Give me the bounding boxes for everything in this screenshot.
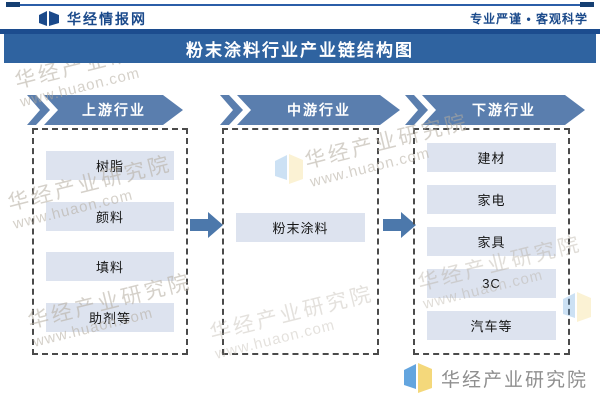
upstream-banner-label: 上游行业 — [82, 102, 146, 118]
footer-brand-name: 华经产业研究院 — [440, 369, 588, 391]
top-rule — [6, 2, 594, 7]
chain-item-box: 颜料 — [46, 201, 174, 231]
chain-item-box: 树脂 — [46, 151, 174, 181]
downstream-items-box: 建材家电家具 3C 汽车等 — [413, 128, 570, 355]
midstream-banner: 中游行业 — [220, 95, 400, 125]
chain-item-box: 家具 — [427, 227, 556, 256]
page-title: 粉末涂料行业产业链结构图 — [186, 41, 414, 60]
chain-item-box: 粉末涂料 — [236, 213, 365, 242]
header-divider — [0, 29, 600, 34]
chain-item-box: 建材 — [427, 143, 556, 172]
upstream-banner: 上游行业 — [27, 95, 183, 125]
chain-item-box: 家电 — [427, 185, 556, 214]
flow-arrow-icon — [190, 212, 223, 238]
huajing-book-logo-icon — [403, 363, 432, 393]
upstream-items-box: 树脂颜料填料助剂等 — [32, 128, 188, 355]
title-bar: 粉末涂料行业产业链结构图 — [4, 34, 596, 63]
midstream-items-box: 粉末涂料 — [222, 128, 379, 355]
downstream-banner-label: 下游行业 — [472, 102, 536, 118]
chevron-banner — [220, 95, 400, 125]
footer-brand: 华经产业研究院 — [403, 362, 588, 394]
chain-item-box: 助剂等 — [46, 302, 174, 332]
brand: 华经情报网 — [38, 9, 147, 29]
chain-item-box: 填料 — [46, 252, 174, 282]
flow-arrow-icon — [383, 212, 416, 238]
chain-item-box: 3C — [427, 269, 556, 298]
midstream-banner-label: 中游行业 — [287, 102, 351, 118]
chevron-banner — [27, 95, 183, 125]
downstream-banner: 下游行业 — [405, 95, 585, 125]
header-tagline: 专业严谨 • 客观科学 — [470, 12, 588, 26]
chevron-banner — [405, 95, 585, 125]
huajing-logo-icon — [39, 10, 59, 26]
header: 华经情报网 专业严谨 • 客观科学 — [0, 8, 600, 29]
brand-name: 华经情报网 — [67, 10, 147, 27]
chain-item-box: 汽车等 — [427, 311, 556, 340]
